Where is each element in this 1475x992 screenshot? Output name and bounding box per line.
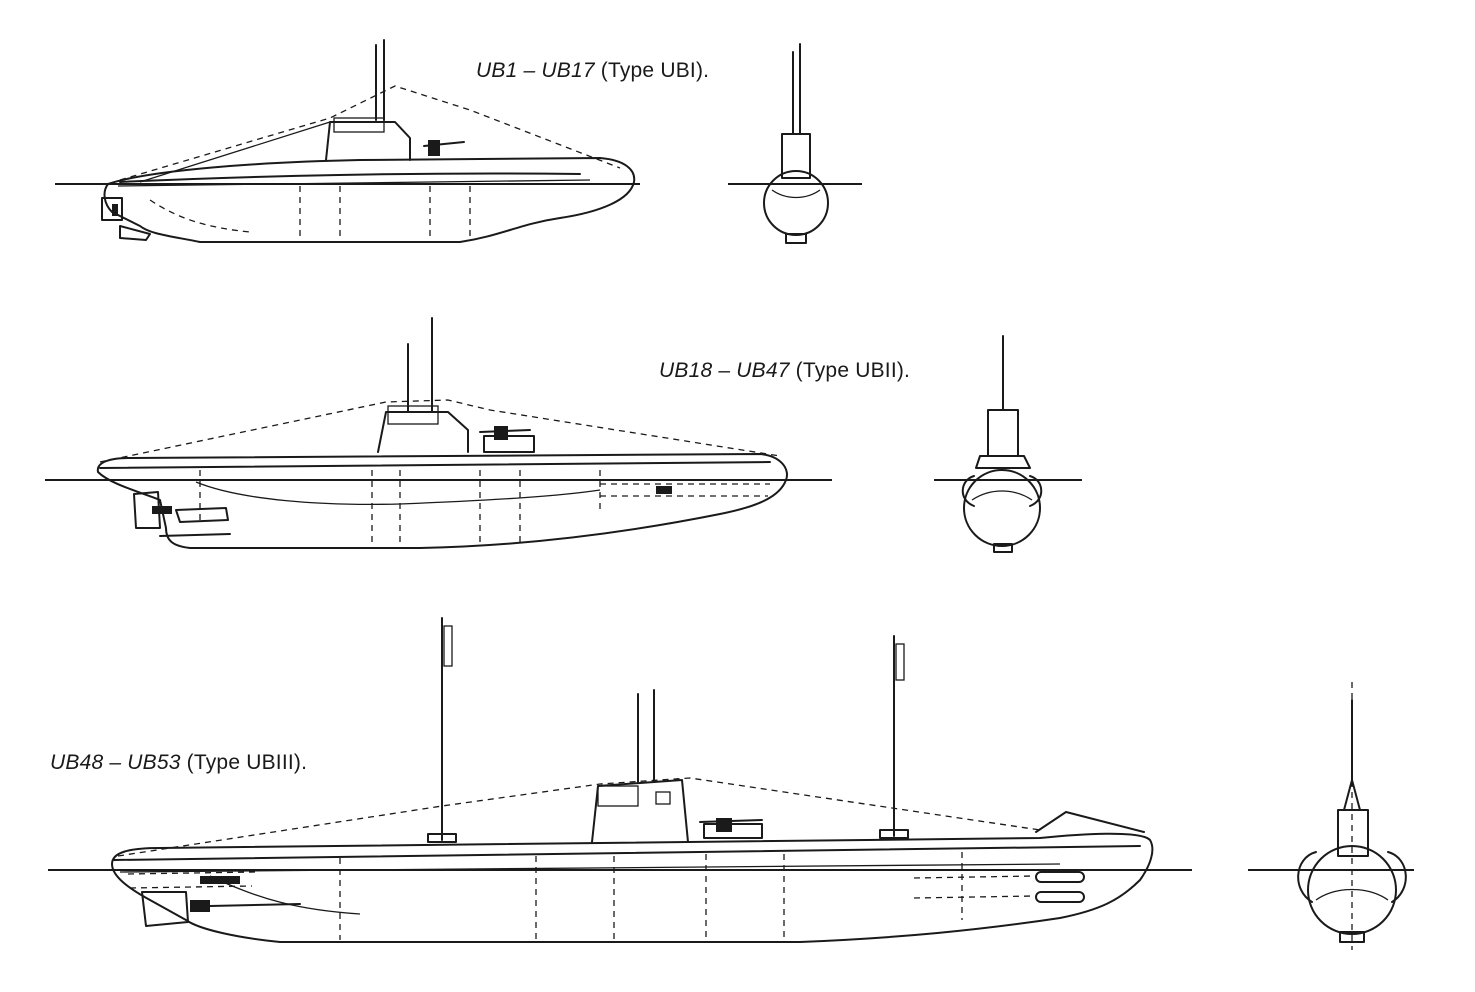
ubii-front-view <box>934 335 1082 553</box>
label-type-ubiii-classes: UB48 – UB53 <box>50 751 181 774</box>
ubii-deck-gun <box>479 426 535 453</box>
label-type-ubii-type: (Type UBII). <box>795 359 911 382</box>
ubiii-bow-torpedo-tubes <box>913 871 1085 903</box>
ubii-front-tower <box>987 409 1019 457</box>
label-type-ubi: UB1 – UB17 (Type UBI). <box>476 59 709 83</box>
ubi-jumping-wire <box>119 85 621 181</box>
ubiii-bulkheads <box>339 852 963 940</box>
ubiii-hull <box>111 832 1154 943</box>
ubiii-stern-rudder <box>141 891 301 927</box>
ubi-hull <box>103 157 636 243</box>
ubii-conning-tower <box>377 411 469 453</box>
ubiii-front-tower <box>1337 809 1369 857</box>
ubi-front-hull <box>763 170 829 236</box>
ubi-front-view <box>728 43 862 244</box>
ubii-hull <box>96 453 788 549</box>
ubiii-jumping-wire <box>117 777 1041 857</box>
ubii-jumping-wire <box>99 399 781 463</box>
ubii-stern-rudder <box>133 491 231 537</box>
ubii-bulkheads <box>199 470 601 546</box>
label-type-ubi-type: (Type UBI). <box>600 59 710 82</box>
ubiii-side-profile <box>48 617 1192 943</box>
ubii-front-hull <box>963 469 1041 547</box>
ubi-front-tower <box>781 133 811 179</box>
ubi-bulkheads <box>149 186 471 240</box>
ubii-side-profile <box>45 317 832 549</box>
ubiii-front-hull <box>1307 845 1397 935</box>
ubi-side-profile <box>55 39 640 243</box>
ubi-conning-tower <box>325 121 411 161</box>
label-type-ubiii-type: (Type UBIII). <box>186 751 308 774</box>
label-type-ubii-classes: UB18 – UB47 <box>659 359 790 382</box>
ubi-deck-gun <box>428 140 440 156</box>
label-type-ubi-classes: UB1 – UB17 <box>476 59 595 82</box>
ubiii-deck-gun <box>699 818 763 839</box>
ubi-stern-rudder <box>101 197 151 241</box>
ubiii-front-view <box>1248 682 1414 950</box>
label-type-ubiii: UB48 – UB53 (Type UBIII). <box>50 751 307 775</box>
ubiii-conning-tower <box>591 779 689 843</box>
ubiii-stern-tubes <box>127 871 257 889</box>
label-type-ubii: UB18 – UB47 (Type UBII). <box>659 359 910 383</box>
ubii-torpedo-tubes <box>600 483 770 497</box>
